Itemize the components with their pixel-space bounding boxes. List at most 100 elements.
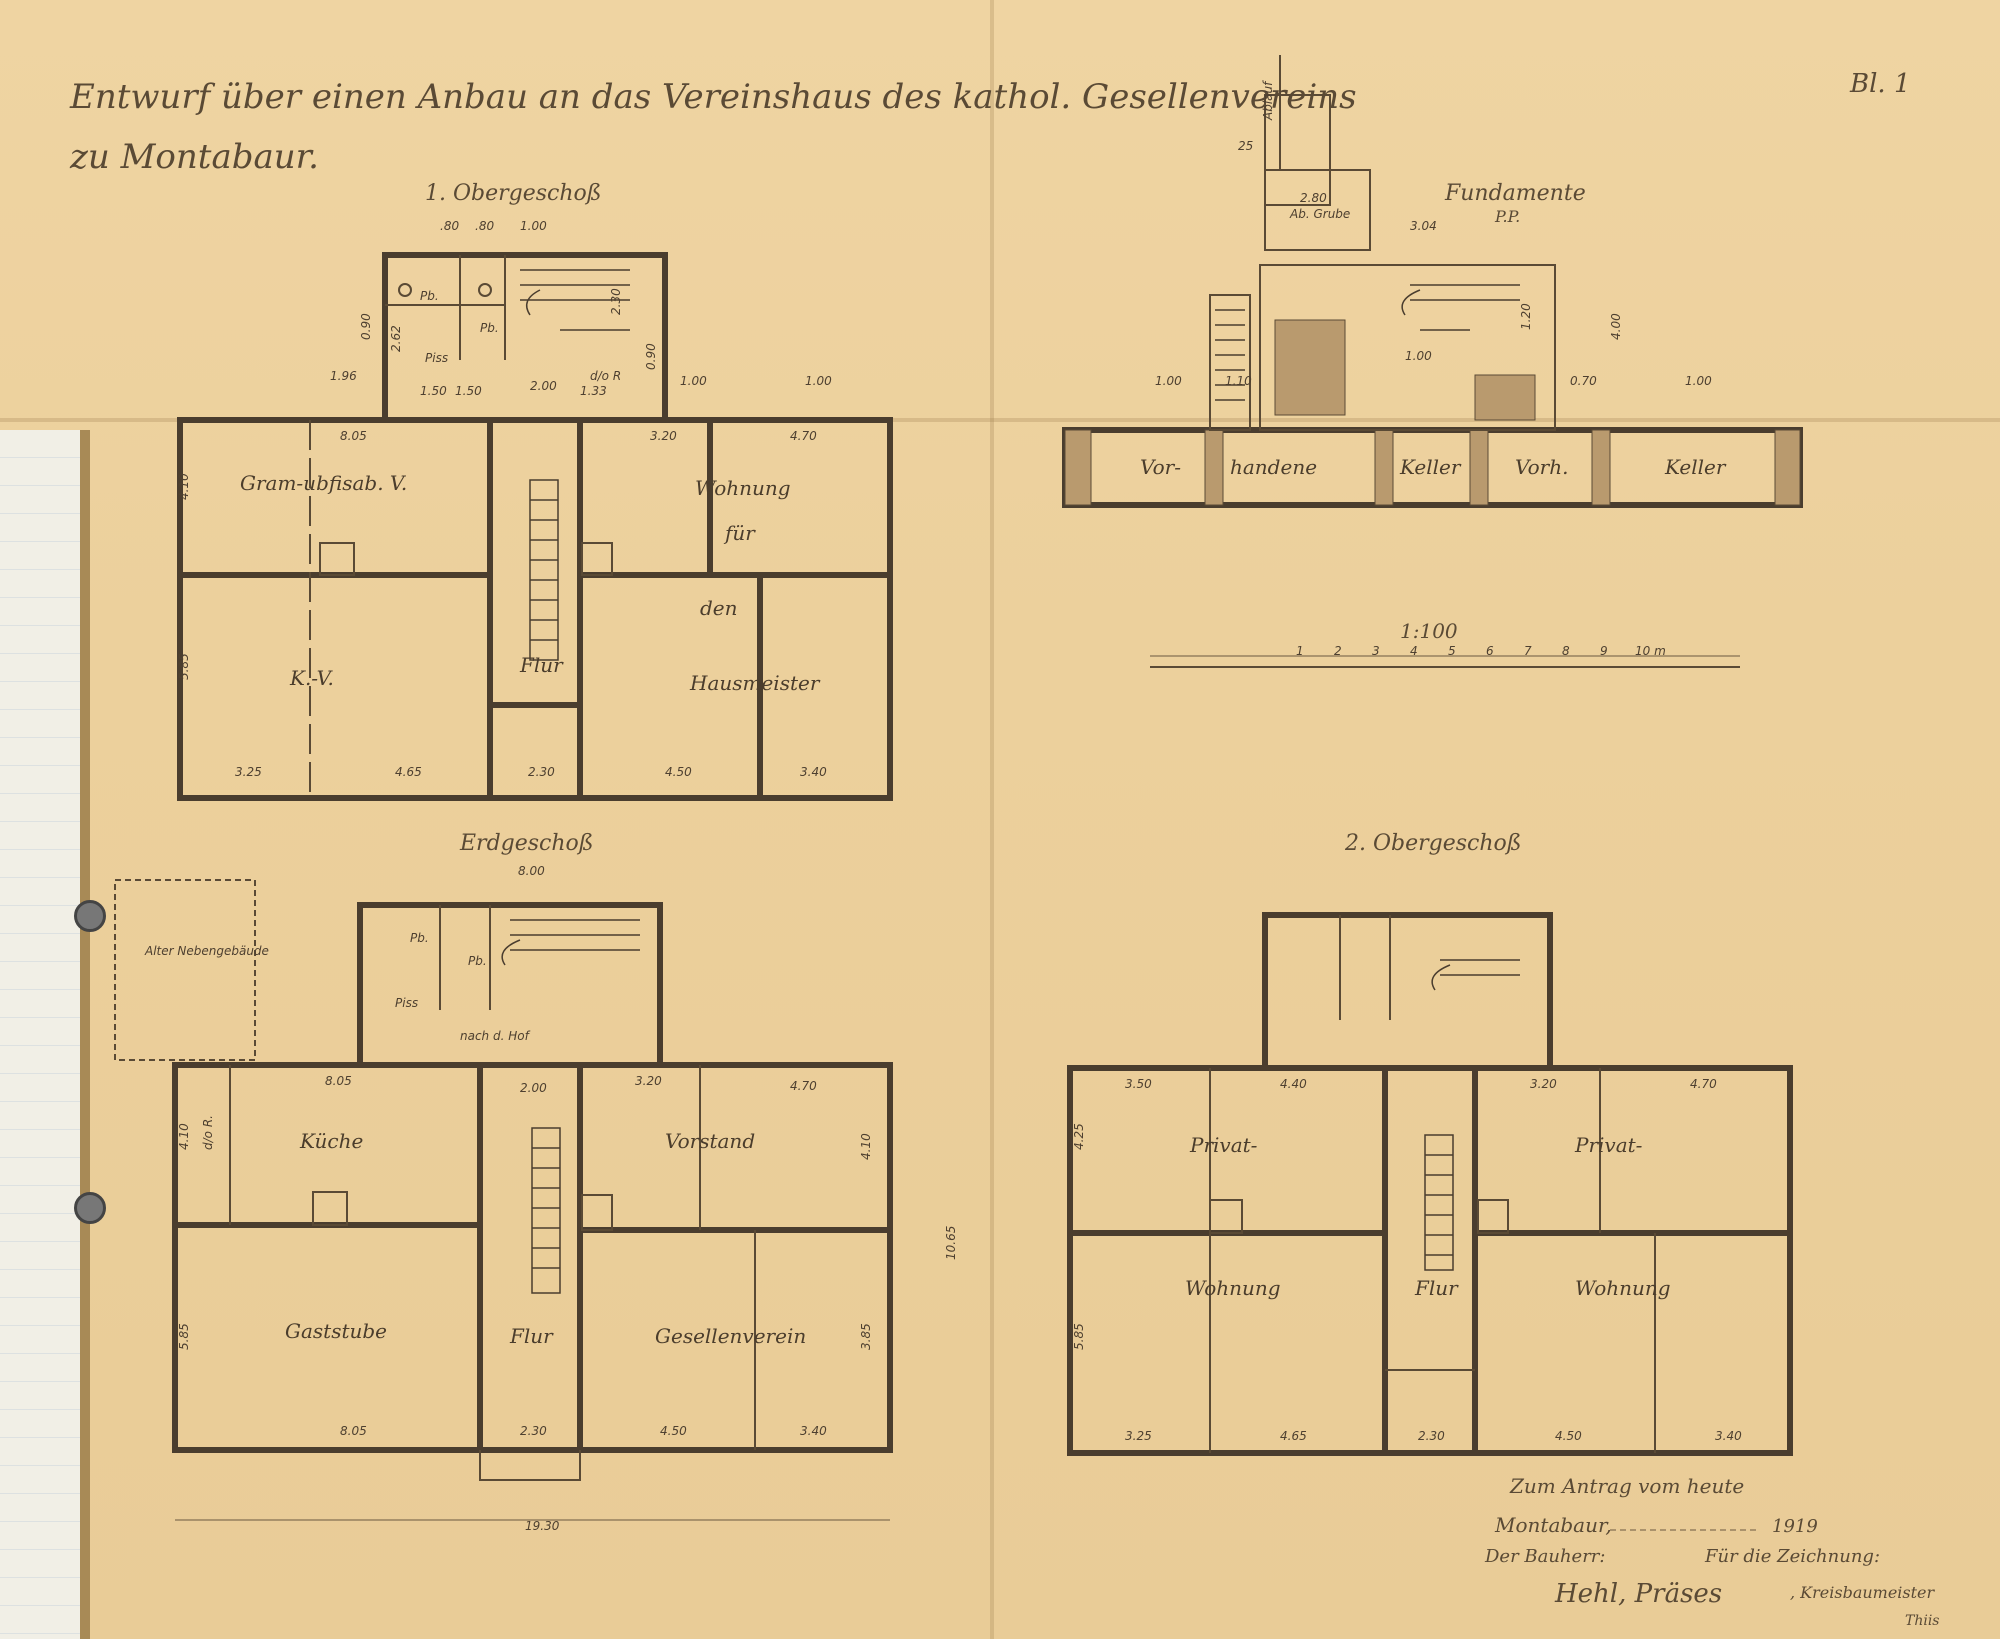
svg-text:Pb.: Pb. (480, 321, 499, 335)
svg-text:Alter Nebengebäude: Alter Nebengebäude (144, 944, 269, 958)
svg-text:1.10: 1.10 (1225, 374, 1252, 388)
second-floor-stair (1424, 1134, 1454, 1271)
svg-text:3.40: 3.40 (800, 765, 827, 779)
svg-text:1.00: 1.00 (1155, 374, 1182, 388)
svg-text:Flur: Flur (1414, 1276, 1459, 1300)
signature-block: Zum Antrag vom heute Montabaur, 1919 Der… (1484, 1474, 1940, 1629)
svg-text:Flur: Flur (509, 1324, 554, 1348)
heading-ground-floor: Erdgeschoß (459, 831, 593, 856)
svg-text:1.00: 1.00 (1685, 374, 1712, 388)
room-label: Gram-ubfisab. V. (240, 471, 407, 495)
svg-text:Flur: Flur (519, 653, 564, 677)
scale-label: 1:100 (1400, 619, 1458, 643)
svg-text:3.85: 3.85 (859, 1323, 873, 1350)
svg-text:Wohnung: Wohnung (1185, 1276, 1281, 1300)
builder-signature: Hehl, Präses (1554, 1579, 1722, 1609)
plan-first-floor: 1. Obergeschoß 8.05 (177, 181, 893, 801)
total-length-dim: 19.30 (525, 1519, 560, 1533)
svg-text:25: 25 (1238, 139, 1253, 153)
svg-text:nach d. Hof: nach d. Hof (460, 1029, 531, 1043)
svg-text:0.90: 0.90 (644, 343, 658, 370)
second-floor-annex (1262, 912, 1553, 1071)
svg-text:4.70: 4.70 (790, 429, 817, 443)
office-label: , Kreisbaumeister (1790, 1583, 1936, 1602)
fold-vertical (990, 0, 994, 1639)
svg-text:1.00: 1.00 (680, 374, 707, 388)
svg-text:4.25: 4.25 (1072, 1123, 1086, 1150)
second-floor-outer-wall (1067, 1065, 1793, 1456)
plan-ground-floor: Erdgeschoß Alter Nebengebäude Pb. Pb. Pi… (114, 831, 958, 1533)
svg-text:4.50: 4.50 (1555, 1429, 1582, 1443)
svg-text:1.00: 1.00 (805, 374, 832, 388)
plan-foundations: Fundamente P.P. Vor- handene Keller Vorh… (1062, 55, 1803, 508)
svg-text:2.30: 2.30 (609, 288, 623, 315)
svg-text:4: 4 (1410, 644, 1418, 658)
svg-text:10.65: 10.65 (944, 1226, 958, 1260)
svg-text:8.05: 8.05 (340, 429, 367, 443)
svg-text:6: 6 (1486, 644, 1494, 658)
heading-foundations: Fundamente (1444, 181, 1586, 206)
svg-text:1: 1 (1296, 644, 1304, 658)
first-floor-stair (529, 479, 559, 661)
drawing-label: Für die Zeichnung: (1704, 1546, 1880, 1567)
svg-text:3.04: 3.04 (1410, 219, 1437, 233)
svg-text:1.00: 1.00 (520, 219, 547, 233)
svg-text:0.70: 0.70 (1570, 374, 1597, 388)
first-floor-annex (382, 252, 668, 423)
svg-text:0.90: 0.90 (359, 313, 373, 340)
svg-text:2.80: 2.80 (1300, 191, 1327, 205)
approval-line: Zum Antrag vom heute (1509, 1474, 1744, 1498)
svg-text:2: 2 (1334, 644, 1342, 658)
svg-text:3.25: 3.25 (1125, 1429, 1152, 1443)
svg-text:3.20: 3.20 (635, 1074, 662, 1088)
svg-text:4.70: 4.70 (790, 1079, 817, 1093)
svg-text:Pb.: Pb. (410, 931, 429, 945)
plan-second-floor: 2. Obergeschoß 3.50 4.40 3.20 4.70 3.25 … (1067, 831, 1793, 1456)
svg-text:9: 9 (1600, 644, 1608, 658)
svg-text:P.P.: P.P. (1494, 207, 1520, 226)
svg-text:für: für (723, 521, 756, 545)
svg-text:Küche: Küche (299, 1129, 363, 1153)
svg-text:Wohnung: Wohnung (695, 476, 791, 500)
svg-text:2.30: 2.30 (528, 765, 555, 779)
svg-text:1.50: 1.50 (420, 384, 447, 398)
svg-text:Privat-: Privat- (1189, 1133, 1258, 1157)
builder-label: Der Bauherr: (1484, 1546, 1605, 1567)
svg-text:5.85: 5.85 (177, 1323, 191, 1350)
heading-second-floor: 2. Obergeschoß (1344, 831, 1521, 856)
svg-text:den: den (700, 596, 738, 620)
svg-text:K.-V.: K.-V. (289, 666, 334, 690)
svg-text:3.50: 3.50 (1125, 1077, 1152, 1091)
svg-text:4.10: 4.10 (177, 1123, 191, 1150)
svg-text:d/o R: d/o R (590, 369, 621, 383)
svg-text:5.85: 5.85 (1072, 1323, 1086, 1350)
svg-text:Gesellenverein: Gesellenverein (655, 1324, 806, 1348)
svg-text:1.00: 1.00 (1405, 349, 1432, 363)
svg-text:Keller: Keller (1399, 455, 1462, 479)
svg-text:Wohnung: Wohnung (1575, 1276, 1671, 1300)
notebook-edge (80, 430, 90, 1639)
svg-text:3: 3 (1372, 644, 1380, 658)
svg-text:Piss: Piss (425, 351, 448, 365)
title-line1: Entwurf über einen Anbau an das Vereinsh… (69, 77, 1357, 117)
ground-floor-annex (357, 902, 663, 1068)
svg-text:1.20: 1.20 (1519, 303, 1533, 330)
svg-text:Vorh.: Vorh. (1515, 455, 1568, 479)
svg-text:Keller: Keller (1664, 455, 1727, 479)
heading-first-floor: 1. Obergeschoß (425, 181, 601, 206)
svg-text:8.05: 8.05 (325, 1074, 352, 1088)
svg-text:3.40: 3.40 (1715, 1429, 1742, 1443)
svg-text:2.00: 2.00 (530, 379, 557, 393)
svg-text:1.96: 1.96 (330, 369, 357, 383)
fold-horizontal (0, 418, 2000, 422)
year-label: 1919 (1772, 1516, 1818, 1537)
svg-text:4.00: 4.00 (1609, 313, 1623, 340)
scale-bar: 1:100 1 2 3 4 5 6 7 8 9 10 m (1150, 619, 1740, 668)
svg-text:8.00: 8.00 (518, 864, 545, 878)
svg-text:handene: handene (1230, 455, 1317, 479)
svg-text:Piss: Piss (395, 996, 418, 1010)
binder-ring-2 (74, 1192, 106, 1224)
svg-text:1.33: 1.33 (580, 384, 607, 398)
